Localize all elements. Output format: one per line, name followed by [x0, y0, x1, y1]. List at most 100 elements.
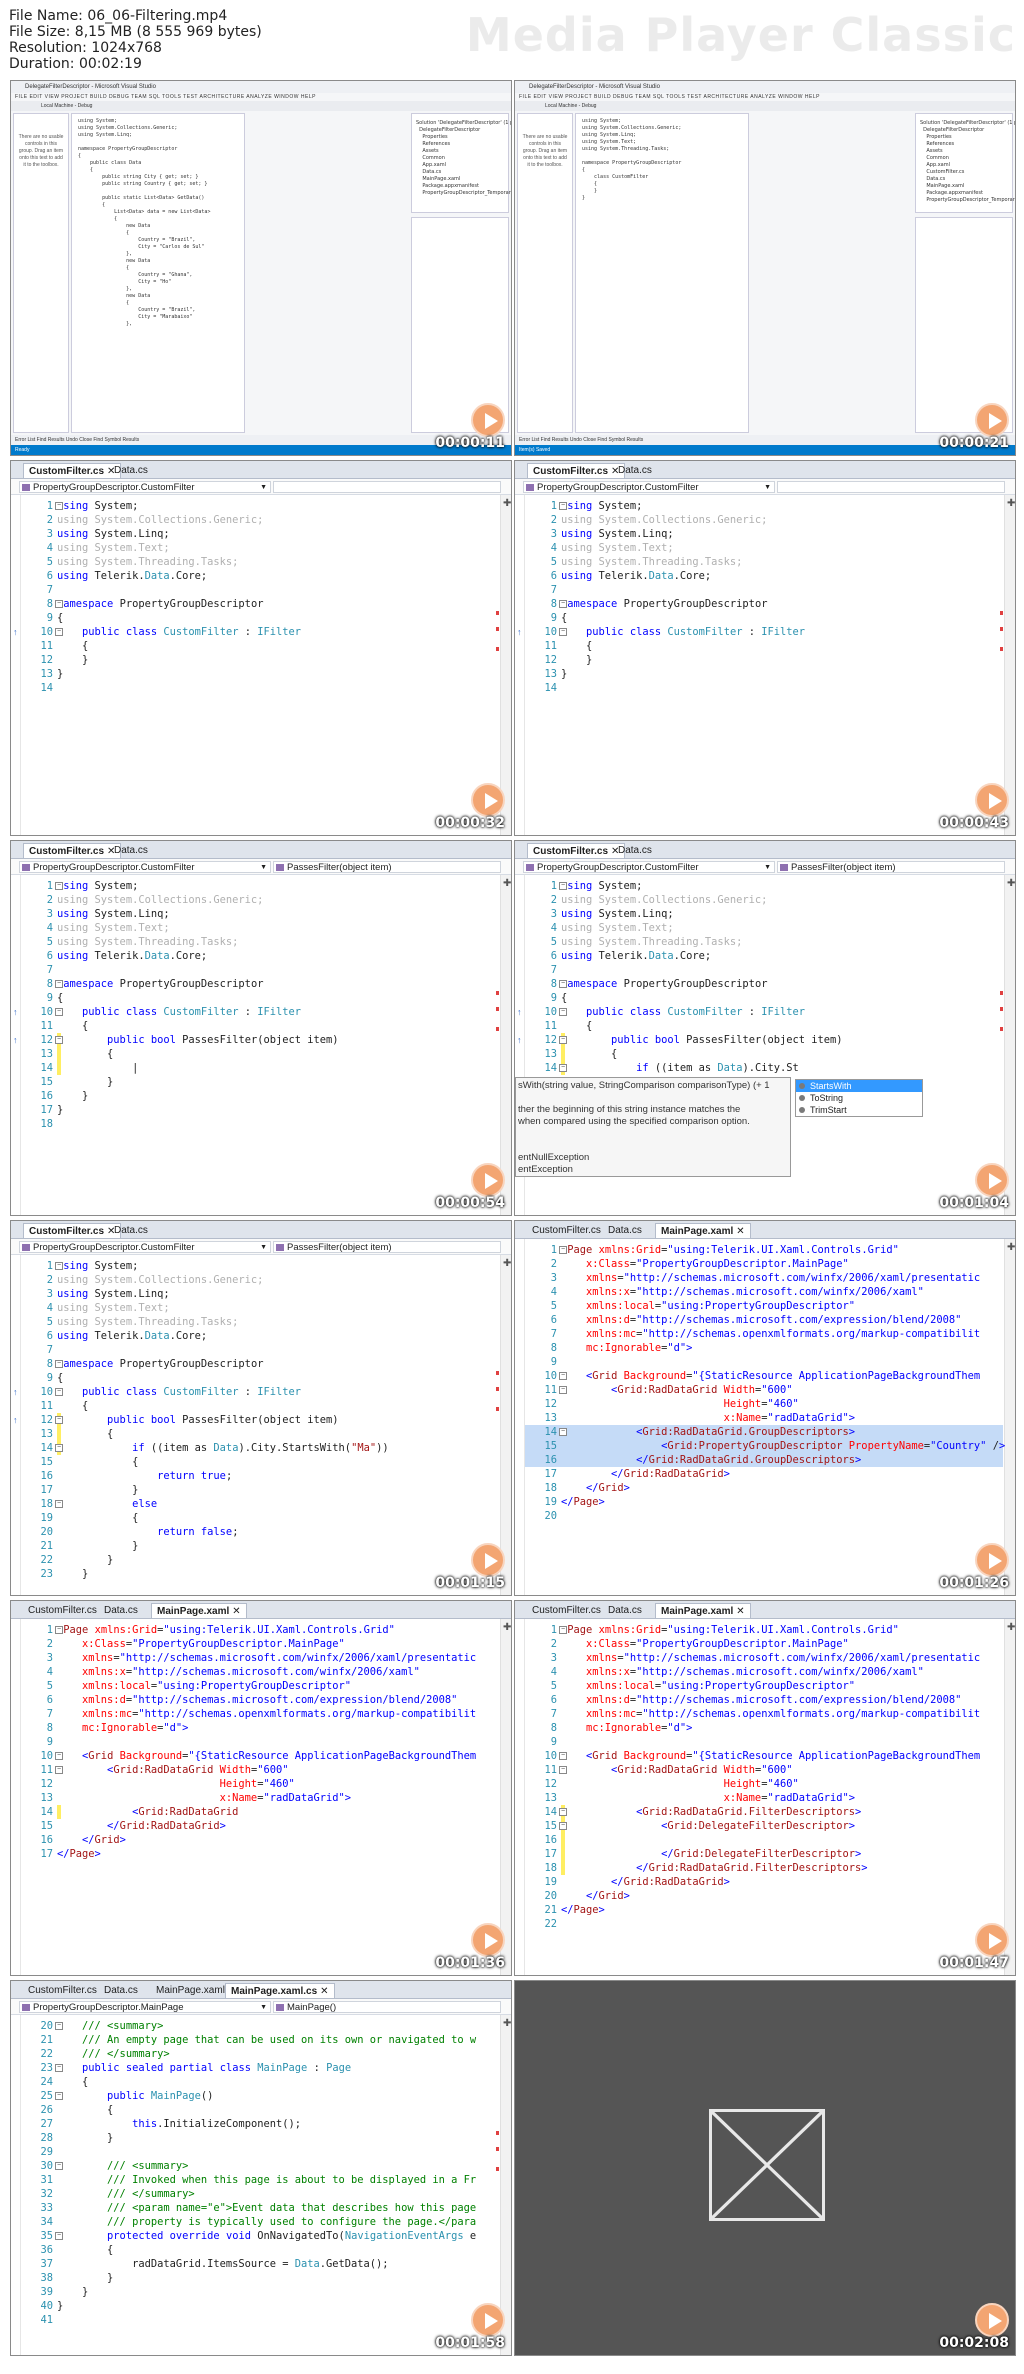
tab-data-cs[interactable]: Data.cs [99, 1603, 143, 1618]
outline-toggle[interactable]: − [55, 1766, 63, 1774]
tab-data-cs[interactable]: Data.cs [603, 1603, 647, 1618]
output-tabs[interactable]: Error List Find Results Undo Close Find … [515, 435, 1015, 445]
outline-toggle[interactable]: − [55, 1444, 63, 1452]
member-dropdown[interactable]: PassesFilter(object item) [273, 1241, 501, 1253]
outline-toggle[interactable]: − [559, 1822, 567, 1830]
tab-customfilter-cs[interactable]: CustomFilter.cs✕ [23, 843, 122, 858]
outline-toggle[interactable]: − [55, 1036, 63, 1044]
play-button[interactable] [975, 783, 1009, 817]
close-icon[interactable]: ✕ [107, 1226, 116, 1237]
close-icon[interactable]: ✕ [107, 846, 116, 857]
outline-toggle[interactable]: − [55, 1360, 63, 1368]
close-icon[interactable]: ✕ [232, 1606, 241, 1617]
tab-customfilter-cs[interactable]: CustomFilter.cs [23, 1983, 102, 1998]
outline-toggle[interactable]: − [559, 1008, 567, 1016]
close-icon[interactable]: ✕ [611, 466, 620, 477]
play-button[interactable] [471, 403, 505, 437]
play-button[interactable] [471, 783, 505, 817]
tab-data-cs[interactable]: Data.cs [613, 463, 657, 478]
outline-toggle[interactable]: − [559, 1036, 567, 1044]
code-editor[interactable]: ✚1<Page xmlns:Grid="using:Telerik.UI.Xam… [515, 1619, 1015, 1975]
intellisense-item[interactable]: StartsWith [796, 1080, 922, 1092]
code-editor[interactable]: ✚1<Page xmlns:Grid="using:Telerik.UI.Xam… [11, 1619, 511, 1975]
outline-toggle[interactable]: − [559, 1246, 567, 1254]
tab-mainpage-xaml[interactable]: MainPage.xaml✕ [151, 1603, 247, 1618]
outline-toggle[interactable]: − [55, 2022, 63, 2030]
tab-data-cs[interactable]: Data.cs [109, 463, 153, 478]
tab-mainpage-xaml[interactable]: MainPage.xaml [151, 1983, 230, 1998]
outline-toggle[interactable]: − [559, 980, 567, 988]
vertical-scrollbar[interactable]: ✚ [1004, 1239, 1015, 1595]
close-icon[interactable]: ✕ [320, 1986, 329, 1997]
type-dropdown[interactable]: PropertyGroupDescriptor.MainPage▼ [19, 2001, 271, 2013]
close-icon[interactable]: ✕ [107, 466, 116, 477]
tab-data-cs[interactable]: Data.cs [613, 843, 657, 858]
close-icon[interactable]: ✕ [611, 846, 620, 857]
intellisense-item[interactable]: TrimStart [796, 1104, 922, 1116]
tab-customfilter-cs[interactable]: CustomFilter.cs [23, 1603, 102, 1618]
play-button[interactable] [975, 2303, 1009, 2337]
toolbar[interactable]: Local Machine - Debug [515, 101, 1015, 111]
outline-toggle[interactable]: − [55, 1626, 63, 1634]
play-button[interactable] [975, 1543, 1009, 1577]
video-thumbnail[interactable]: DelegateFilterDescriptor - Microsoft Vis… [10, 80, 512, 456]
video-thumbnail[interactable]: 00:02:08 [514, 1980, 1016, 2356]
outline-toggle[interactable]: − [55, 1752, 63, 1760]
outline-toggle[interactable]: − [559, 1626, 567, 1634]
code-editor[interactable]: ✚20 /// <summary>−21 /// An empty page t… [11, 2015, 511, 2355]
vertical-scrollbar[interactable]: ✚ [500, 495, 511, 835]
outline-toggle[interactable]: − [55, 1008, 63, 1016]
close-icon[interactable]: ✕ [736, 1226, 745, 1237]
outline-toggle[interactable]: − [55, 2232, 63, 2240]
video-thumbnail[interactable]: CustomFilter.csData.csMainPage.xaml✕✚1<P… [514, 1600, 1016, 1976]
play-button[interactable] [975, 1923, 1009, 1957]
outline-toggle[interactable]: − [559, 882, 567, 890]
play-button[interactable] [975, 1163, 1009, 1197]
tab-customfilter-cs[interactable]: CustomFilter.cs✕ [527, 843, 626, 858]
type-dropdown[interactable]: PropertyGroupDescriptor.CustomFilter▼ [19, 481, 271, 493]
play-button[interactable] [471, 1543, 505, 1577]
outline-toggle[interactable]: − [559, 1752, 567, 1760]
tab-customfilter-cs[interactable]: CustomFilter.cs✕ [23, 1223, 122, 1238]
tab-customfilter-cs[interactable]: CustomFilter.cs [527, 1603, 606, 1618]
outline-toggle[interactable]: − [559, 1766, 567, 1774]
outline-toggle[interactable]: − [55, 1262, 63, 1270]
menu-bar[interactable]: FILE EDIT VIEW PROJECT BUILD DEBUG TEAM … [15, 94, 316, 100]
tab-customfilter-cs[interactable]: CustomFilter.cs✕ [527, 463, 626, 478]
outline-toggle[interactable]: − [559, 600, 567, 608]
tab-customfilter-cs[interactable]: CustomFilter.cs✕ [23, 463, 122, 478]
intellisense-item[interactable]: ToString [796, 1092, 922, 1104]
member-dropdown[interactable] [777, 481, 1005, 493]
vertical-scrollbar[interactable]: ✚ [500, 1255, 511, 1595]
tab-mainpage-xaml[interactable]: MainPage.xaml✕ [655, 1223, 751, 1238]
vertical-scrollbar[interactable]: ✚ [1004, 875, 1015, 1215]
code-editor[interactable]: ✚1<Page xmlns:Grid="using:Telerik.UI.Xam… [515, 1239, 1015, 1595]
type-dropdown[interactable]: PropertyGroupDescriptor.CustomFilter▼ [523, 861, 775, 873]
tab-customfilter-cs[interactable]: CustomFilter.cs [527, 1223, 606, 1238]
outline-toggle[interactable]: − [55, 882, 63, 890]
close-icon[interactable]: ✕ [736, 1606, 745, 1617]
member-dropdown[interactable]: MainPage() [273, 2001, 501, 2013]
type-dropdown[interactable]: PropertyGroupDescriptor.CustomFilter▼ [523, 481, 775, 493]
vertical-scrollbar[interactable]: ✚ [500, 2015, 511, 2355]
video-thumbnail[interactable]: DelegateFilterDescriptor - Microsoft Vis… [514, 80, 1016, 456]
vertical-scrollbar[interactable]: ✚ [500, 875, 511, 1215]
member-dropdown[interactable] [273, 481, 501, 493]
code-editor[interactable]: using System; using System.Collections.G… [71, 113, 245, 433]
menu-bar[interactable]: FILE EDIT VIEW PROJECT BUILD DEBUG TEAM … [519, 94, 820, 100]
toolbar[interactable]: Local Machine - Debug [11, 101, 511, 111]
tab-mainpage-xaml-cs[interactable]: MainPage.xaml.cs✕ [225, 1983, 335, 1998]
member-dropdown[interactable]: PassesFilter(object item) [273, 861, 501, 873]
play-button[interactable] [975, 403, 1009, 437]
